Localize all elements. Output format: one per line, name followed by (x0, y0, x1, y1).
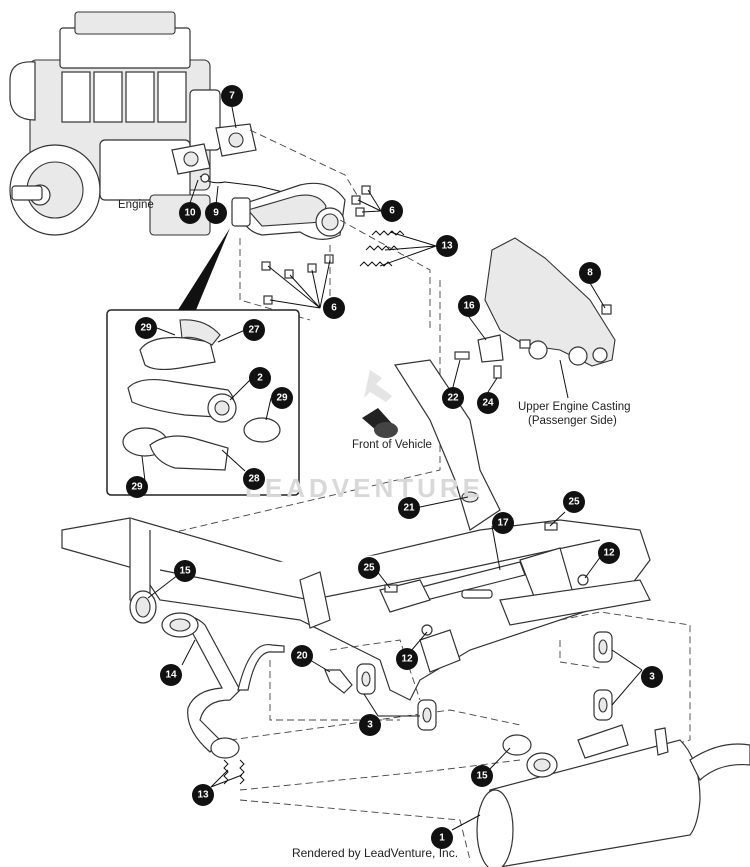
svg-text:29: 29 (276, 393, 288, 404)
svg-text:21: 21 (403, 503, 415, 514)
svg-text:24: 24 (482, 398, 494, 409)
svg-text:29: 29 (140, 323, 152, 334)
callout-24: 24 (477, 392, 499, 414)
svg-text:17: 17 (497, 518, 509, 529)
callout-16: 16 (458, 295, 480, 317)
callout-25-right: 25 (563, 491, 585, 513)
callout-21: 21 (398, 497, 420, 519)
svg-text:12: 12 (401, 654, 413, 665)
callout-15-upper: 15 (174, 560, 196, 582)
svg-text:13: 13 (441, 241, 453, 252)
callout-15-lower: 15 (471, 765, 493, 787)
svg-text:14: 14 (165, 670, 177, 681)
callout-22: 22 (442, 387, 464, 409)
callout-20: 20 (291, 645, 313, 667)
manifold-detail-inset (106, 228, 300, 496)
casting-label-line1: Upper Engine Casting (518, 401, 631, 413)
callout-13-upper: 13 (436, 235, 458, 257)
front-of-vehicle-marker: Front of Vehicle (352, 370, 432, 451)
callout-25-left: 25 (358, 557, 380, 579)
bracket-assembly (454, 334, 531, 379)
svg-text:27: 27 (248, 325, 260, 336)
svg-text:3: 3 (367, 720, 373, 731)
callout-3-left: 3 (359, 714, 381, 736)
svg-text:15: 15 (476, 771, 488, 782)
svg-text:29: 29 (131, 482, 143, 493)
svg-text:20: 20 (296, 651, 308, 662)
bolts-lower (261, 254, 334, 305)
callout-8: 8 (579, 262, 601, 284)
callout-9: 9 (205, 202, 227, 224)
callout-1: 1 (431, 827, 453, 849)
callout-27: 27 (243, 319, 265, 341)
rubber-isolators (356, 631, 613, 731)
callout-6-lower: 6 (323, 297, 345, 319)
watermark: LEADVENTURE (245, 473, 484, 503)
svg-text:10: 10 (184, 208, 196, 219)
svg-text:6: 6 (331, 303, 337, 314)
svg-text:28: 28 (248, 474, 260, 485)
engine-label: Engine (118, 199, 154, 211)
svg-text:12: 12 (603, 548, 615, 559)
callout-12-right: 12 (598, 542, 620, 564)
svg-text:2: 2 (257, 373, 263, 384)
callout-14: 14 (160, 664, 182, 686)
springs-upper (359, 230, 405, 267)
muffler (476, 724, 750, 867)
footer-credit: Rendered by LeadVenture, Inc. (291, 846, 459, 860)
svg-text:13: 13 (197, 790, 209, 801)
svg-text:15: 15 (179, 566, 191, 577)
callout-28: 28 (243, 468, 265, 490)
callout-10: 10 (179, 202, 201, 224)
callout-leaders (141, 106, 643, 831)
svg-text:25: 25 (568, 497, 580, 508)
exhaust-gaskets (171, 123, 257, 175)
svg-text:22: 22 (447, 393, 459, 404)
callout-29-inset-right: 29 (271, 387, 293, 409)
exhaust-pipe (129, 590, 285, 785)
svg-text:16: 16 (463, 301, 475, 312)
callout-17: 17 (492, 512, 514, 534)
svg-text:9: 9 (213, 208, 219, 219)
svg-text:25: 25 (363, 563, 375, 574)
callout-6-upper: 6 (381, 200, 403, 222)
callout-7: 7 (221, 85, 243, 107)
callout-12-center: 12 (396, 648, 418, 670)
vehicle-frame (61, 359, 651, 701)
callout-13-lower: 13 (192, 784, 214, 806)
svg-text:1: 1 (439, 833, 445, 844)
callout-29-inset-top: 29 (135, 317, 157, 339)
engine: Engine (9, 11, 221, 236)
callout-2: 2 (249, 367, 271, 389)
casting-label-line2: (Passenger Side) (528, 415, 617, 427)
upper-engine-casting: Upper Engine Casting (Passenger Side) (484, 237, 631, 427)
callout-29-inset-bottom: 29 (126, 476, 148, 498)
svg-text:6: 6 (389, 206, 395, 217)
callout-3-right: 3 (641, 666, 663, 688)
svg-text:3: 3 (649, 672, 655, 683)
front-of-vehicle-label: Front of Vehicle (352, 439, 432, 451)
svg-text:8: 8 (587, 268, 593, 279)
svg-text:7: 7 (229, 91, 235, 102)
guide-lines-upper (119, 129, 441, 546)
exhaust-manifold (231, 182, 346, 240)
